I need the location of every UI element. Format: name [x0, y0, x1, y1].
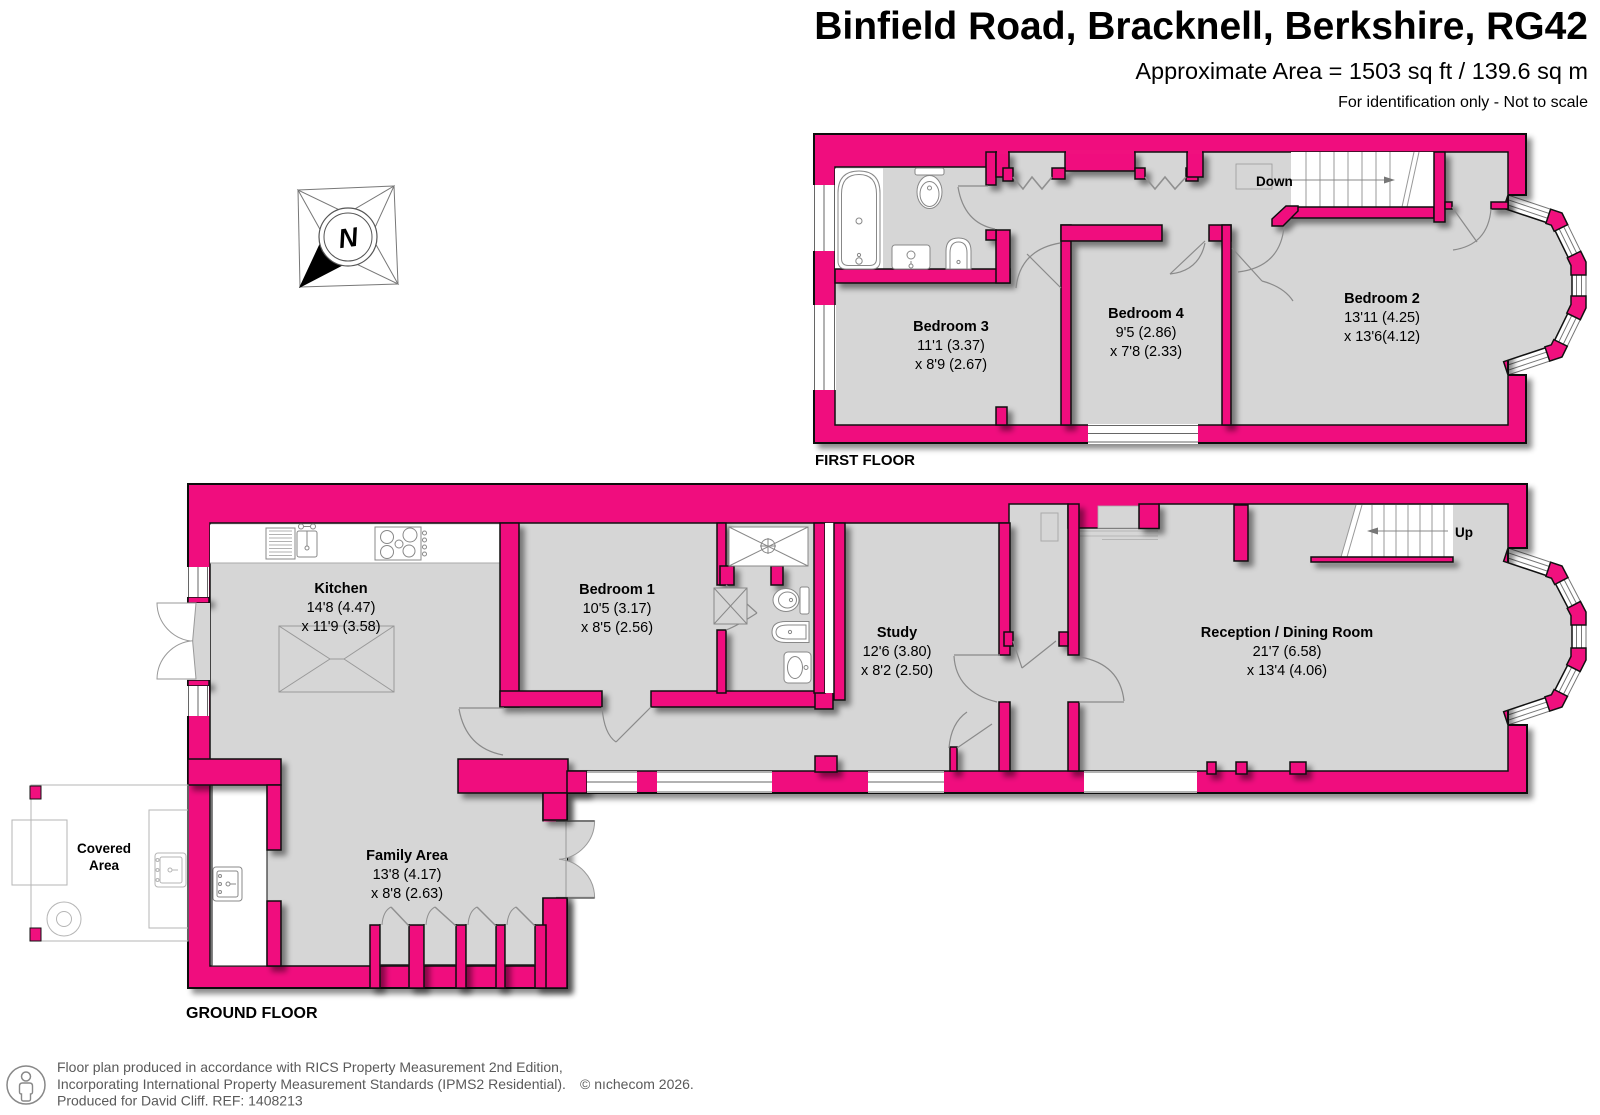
- svg-text:x 11'9 (3.58): x 11'9 (3.58): [301, 619, 380, 635]
- svg-text:Produced for David Cliff. RE: Produced for David Cliff. REF: 1408213: [57, 1093, 303, 1109]
- svg-text:21'7 (6.58): 21'7 (6.58): [1253, 644, 1322, 660]
- svg-text:x 7'8 (2.33): x 7'8 (2.33): [1110, 344, 1182, 360]
- svg-text:For identification only - Not: For identification only - Not to scale: [1338, 94, 1588, 111]
- svg-text:x 13'4 (4.06): x 13'4 (4.06): [1247, 663, 1327, 679]
- svg-text:Family Area: Family Area: [366, 848, 449, 864]
- svg-text:x 8'9 (2.67): x 8'9 (2.67): [915, 357, 987, 373]
- svg-text:Up: Up: [1455, 525, 1473, 540]
- svg-text:10'5 (3.17): 10'5 (3.17): [583, 601, 652, 617]
- svg-text:Reception / Dining Room: Reception / Dining Room: [1201, 625, 1373, 641]
- svg-text:11'1 (3.37): 11'1 (3.37): [917, 338, 985, 354]
- svg-text:x 8'2 (2.50): x 8'2 (2.50): [861, 663, 933, 679]
- svg-text:Binfield Road, Bracknell, Berk: Binfield Road, Bracknell, Berkshire, RG4…: [814, 5, 1588, 48]
- svg-text:Bedroom 3: Bedroom 3: [913, 319, 989, 335]
- svg-text:Area: Area: [89, 858, 120, 873]
- svg-text:Bedroom 1: Bedroom 1: [579, 582, 655, 598]
- svg-text:Down: Down: [1256, 174, 1293, 189]
- svg-text:x 13'6(4.12): x 13'6(4.12): [1344, 329, 1420, 345]
- svg-text:12'6 (3.80): 12'6 (3.80): [863, 644, 932, 660]
- svg-text:N: N: [336, 222, 360, 254]
- svg-text:GROUND FLOOR: GROUND FLOOR: [186, 1005, 318, 1022]
- svg-text:© nıchecom 2026.: © nıchecom 2026.: [580, 1076, 694, 1092]
- svg-text:13'11 (4.25): 13'11 (4.25): [1344, 310, 1420, 326]
- svg-text:x 8'8 (2.63): x 8'8 (2.63): [371, 886, 443, 902]
- svg-text:FIRST FLOOR: FIRST FLOOR: [815, 452, 915, 469]
- svg-text:Study: Study: [877, 625, 917, 641]
- svg-text:14'8 (4.47): 14'8 (4.47): [307, 600, 376, 616]
- svg-text:9'5 (2.86): 9'5 (2.86): [1116, 325, 1177, 341]
- svg-text:Bedroom 2: Bedroom 2: [1344, 291, 1420, 307]
- svg-text:13'8 (4.17): 13'8 (4.17): [373, 867, 442, 883]
- svg-text:x 8'5 (2.56): x 8'5 (2.56): [581, 620, 653, 636]
- svg-text:Kitchen: Kitchen: [314, 581, 367, 597]
- svg-text:Approximate Area = 1503 sq ft: Approximate Area = 1503 sq ft / 139.6 sq…: [1135, 58, 1588, 84]
- svg-text:Incorporating International Pr: Incorporating International Property Mea…: [57, 1076, 566, 1092]
- svg-text:Floor plan produced in accorda: Floor plan produced in accordance with R…: [57, 1059, 563, 1075]
- svg-text:Bedroom 4: Bedroom 4: [1108, 306, 1184, 322]
- svg-text:Covered: Covered: [77, 841, 131, 856]
